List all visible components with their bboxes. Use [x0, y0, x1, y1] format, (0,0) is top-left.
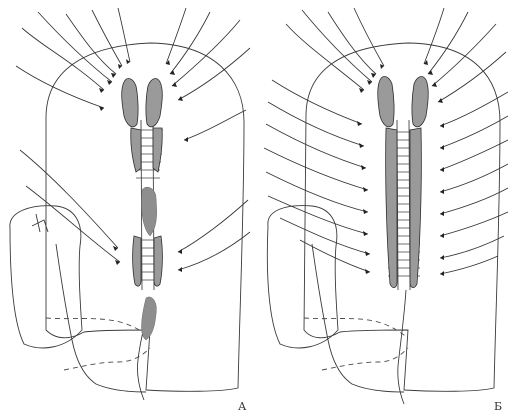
dashed-fold-b-2 — [322, 348, 408, 370]
gut-shadow-a-2 — [142, 297, 157, 340]
panel-label-b: Б — [494, 400, 502, 413]
lower-ganglia-a — [133, 236, 163, 286]
panel-a: А — [10, 8, 250, 413]
panel-label-a: А — [238, 400, 247, 413]
cerebral-ganglion-b — [378, 77, 429, 288]
arrowheads-b — [357, 60, 444, 276]
dashed-fold-a-1 — [46, 318, 150, 338]
midline-nerve-b — [398, 290, 406, 404]
gut-shadow-a-1 — [141, 187, 156, 236]
body-outline-b — [304, 43, 500, 391]
appendage-outline-b — [267, 206, 338, 348]
cerebral-ganglion-a — [122, 79, 163, 172]
dashed-fold-b-1 — [304, 318, 408, 338]
panel-b: Б — [264, 8, 508, 413]
